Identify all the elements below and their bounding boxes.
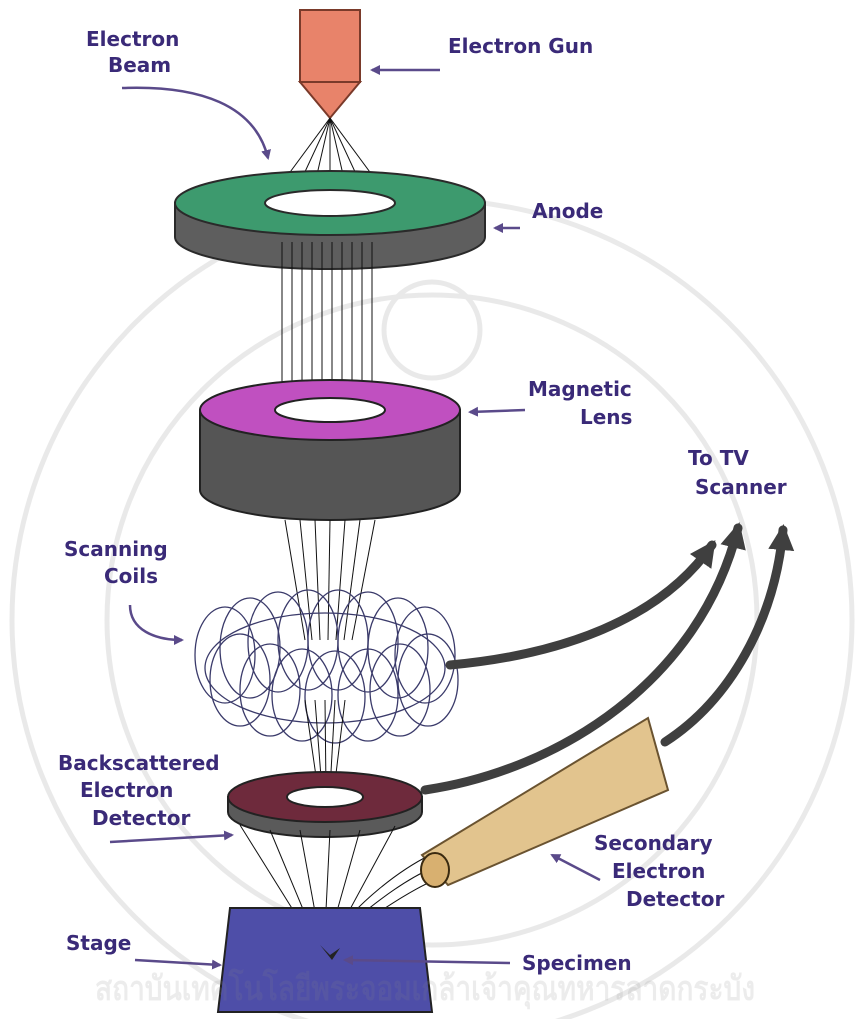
secondary-arrow bbox=[552, 855, 600, 880]
backscattered-arrow bbox=[110, 835, 232, 842]
electron-beam-label: Electron Beam bbox=[86, 27, 186, 77]
magnetic-lens bbox=[200, 380, 460, 520]
scanning-coils-label: Scanning Coils bbox=[64, 537, 175, 588]
backscattered-detector bbox=[228, 772, 422, 837]
electron-beam-arrow bbox=[122, 88, 268, 158]
backscattered-detector-label: Backscattered Electron Detector bbox=[58, 751, 227, 830]
anode-ring bbox=[175, 171, 485, 269]
coil-signal-arrow bbox=[450, 545, 712, 665]
electron-gun-label: Electron Gun bbox=[448, 34, 593, 58]
scanning-coils bbox=[195, 590, 458, 743]
magnetic-lens-arrow bbox=[470, 410, 525, 412]
stage-arrow bbox=[135, 960, 220, 965]
watermark-seal bbox=[12, 200, 852, 1019]
magnetic-lens-label: Magnetic Lens bbox=[528, 377, 639, 429]
anode-label: Anode bbox=[532, 199, 603, 223]
secondary-detector-label: Secondary Electron Detector bbox=[594, 831, 724, 911]
watermark-text: สถาบันเทคโนโลยีพระจอมเกล้าเจ้าคุณทหารลาด… bbox=[95, 968, 755, 1010]
to-tv-scanner-label: To TV Scanner bbox=[688, 446, 787, 499]
stage-label: Stage bbox=[66, 931, 131, 955]
beam-converging-rays bbox=[285, 520, 375, 640]
electron-gun bbox=[300, 10, 360, 118]
scanning-coils-arrow bbox=[130, 605, 182, 640]
